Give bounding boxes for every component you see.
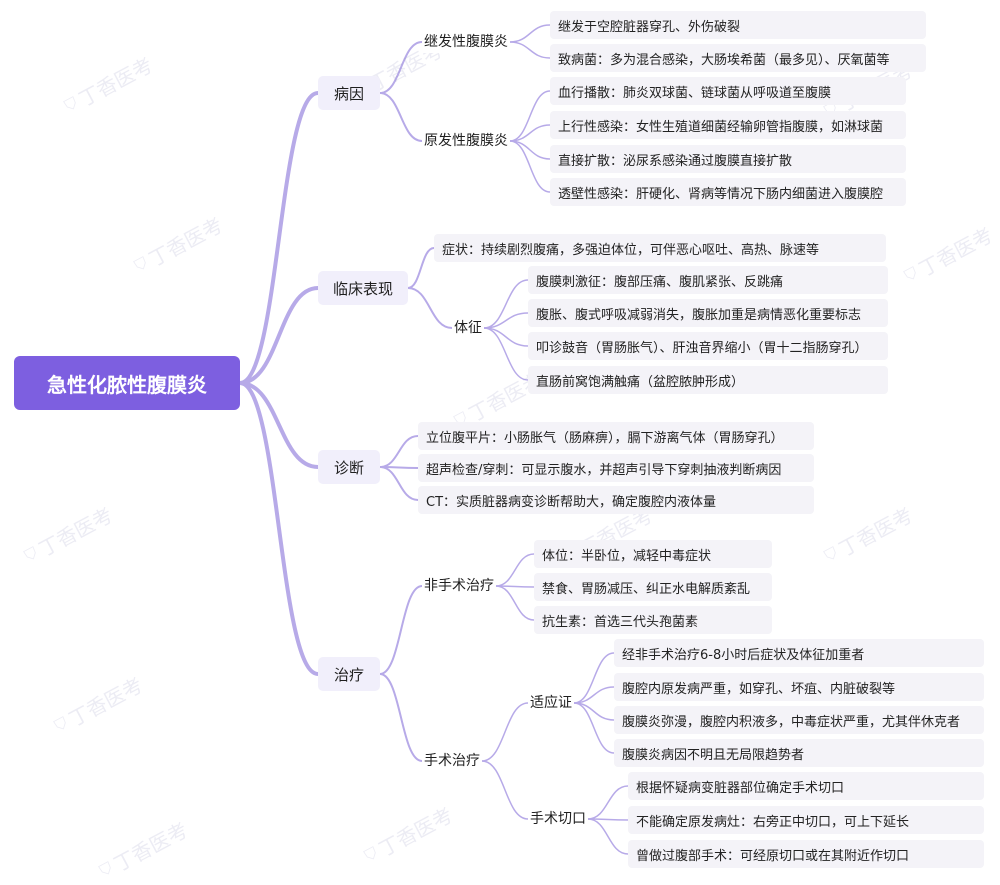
list-item: 根据怀疑病变脏器部位确定手术切口 — [628, 772, 984, 800]
connector-line — [483, 312, 529, 329]
list-item: 腹膜刺激征：腹部压痛、腹肌紧张、反跳痛 — [528, 266, 888, 294]
connector-line — [379, 466, 419, 501]
connector-line — [509, 41, 551, 59]
connector-line — [483, 279, 529, 329]
list-item: 继发于空腔脏器穿孔、外伤破裂 — [550, 11, 926, 39]
connector-line — [587, 818, 629, 855]
list-item: 腹膜炎病因不明且无局限趋势者 — [614, 739, 984, 767]
section-treatment: 治疗 — [318, 657, 380, 691]
list-item: 症状：持续剧烈腹痛，多强迫体位，可伴恶心呕吐、高热、脉速等 — [434, 234, 886, 262]
section-cause: 病因 — [318, 76, 380, 110]
connector-line — [573, 652, 615, 704]
connector-line — [573, 686, 615, 704]
section-clinical: 临床表现 — [318, 271, 408, 305]
connector-line — [509, 90, 551, 142]
list-item: 立位腹平片：小肠胀气（肠麻痹），膈下游离气体（胃肠穿孔） — [418, 422, 814, 450]
connector-line — [481, 760, 529, 820]
connector-line — [407, 247, 435, 289]
list-item: 腹膜炎弥漫，腹腔内积液多，中毒症状严重，尤其伴休克者 — [614, 706, 984, 734]
list-item: 腹腔内原发病严重，如穿孔、坏疽、内脏破裂等 — [614, 673, 984, 701]
group-non-surgical: 非手术治疗 — [422, 575, 496, 597]
connector-line — [495, 553, 535, 587]
connector-line — [483, 327, 529, 381]
connector-line — [238, 286, 320, 385]
list-item: 直接扩散：泌尿系感染通过腹膜直接扩散 — [550, 145, 906, 173]
list-item: CT：实质脏器病变诊断帮助大，确定腹腔内液体量 — [418, 486, 814, 514]
group-primary-peritonitis: 原发性腹膜炎 — [422, 130, 510, 152]
list-item: 腹胀、腹式呼吸减弱消失，腹胀加重是病情恶化重要标志 — [528, 299, 888, 327]
list-item: 上行性感染：女性生殖道细菌经输卵管指腹膜，如淋球菌 — [550, 111, 906, 139]
connector-line — [238, 381, 320, 676]
list-item: 超声检查/穿刺：可显示腹水，并超声引导下穿刺抽液判断病因 — [418, 454, 814, 482]
list-item: 血行播散：肺炎双球菌、链球菌从呼吸道至腹膜 — [550, 77, 906, 105]
connector-line — [509, 24, 551, 43]
list-item: 透壁性感染：肝硬化、肾病等情况下肠内细菌进入腹膜腔 — [550, 178, 906, 206]
connector-line — [379, 435, 419, 468]
connector-line — [238, 91, 320, 385]
list-item: 叩诊鼓音（胃肠胀气）、肝浊音界缩小（胃十二指肠穿孔） — [528, 332, 888, 360]
list-item: 抗生素：首选三代头孢菌素 — [534, 606, 772, 634]
connector-line — [509, 140, 551, 193]
connector-line — [379, 92, 423, 142]
connector-line — [509, 140, 551, 160]
connector-line — [509, 124, 551, 142]
connector-line — [573, 702, 615, 754]
connector-line — [379, 585, 423, 675]
list-item: 致病菌：多为混合感染，大肠埃希菌（最多见）、厌氧菌等 — [550, 44, 926, 72]
subgroup-incision: 手术切口 — [528, 808, 588, 830]
connector-line — [238, 381, 320, 469]
list-item: 曾做过腹部手术：可经原切口或在其附近作切口 — [628, 840, 984, 868]
group-surgical: 手术治疗 — [422, 750, 482, 772]
subgroup-indications: 适应证 — [528, 692, 574, 714]
list-item: 体位：半卧位，减轻中毒症状 — [534, 540, 772, 568]
connector-line — [407, 287, 453, 329]
list-item: 直肠前窝饱满触痛（盆腔脓肿形成） — [528, 366, 888, 394]
list-item: 不能确定原发病灶：右旁正中切口，可上下延长 — [628, 806, 984, 834]
connector-line — [587, 785, 629, 820]
group-secondary-peritonitis: 继发性腹膜炎 — [422, 31, 510, 53]
connector-line — [481, 702, 529, 762]
connector-line — [495, 585, 535, 621]
group-signs: 体征 — [452, 317, 484, 339]
connector-line — [379, 673, 423, 762]
list-item: 禁食、胃肠减压、纠正水电解质紊乱 — [534, 573, 772, 601]
list-item: 经非手术治疗6-8小时后症状及体征加重者 — [614, 639, 984, 667]
connector-line — [379, 41, 423, 94]
root-topic: 急性化脓性腹膜炎 — [14, 356, 240, 410]
section-diagnosis: 诊断 — [318, 450, 380, 484]
